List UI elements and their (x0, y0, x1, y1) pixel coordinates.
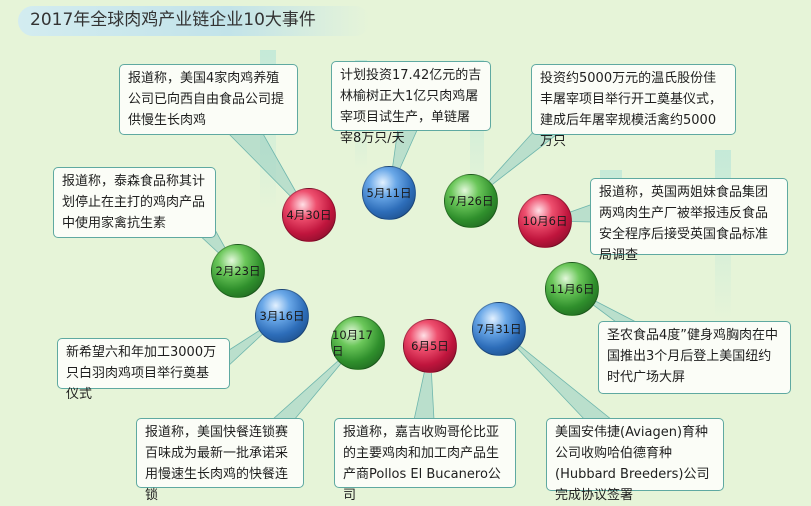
event-box-7: 报道称，嘉吉收购哥伦比亚的主要鸡肉和加工肉产品生产商Pollos El Buca… (334, 418, 516, 503)
event-box-9: 新希望六和年加工3000万只白羽肉鸡项目举行奠基仪式 (57, 338, 230, 402)
event-box-6: 美国安伟捷(Aviagen)育种公司收购哈伯德育种(Hubbard Breede… (546, 418, 724, 503)
date-node-10: 2月23日 (211, 244, 265, 298)
date-node-6: 7月31日 (472, 302, 526, 356)
date-node-9: 3月16日 (255, 289, 309, 343)
title-bar (18, 6, 370, 36)
event-box-8: 报道称，美国快餐连锁赛百味成为最新一批承诺采用慢速生长肉鸡的快餐连锁 (136, 418, 304, 503)
date-node-7: 6月5日 (403, 319, 457, 373)
event-box-2: 计划投资17.42亿元的吉林榆树正大1亿只肉鸡屠宰项目试生产，单链屠宰8万只/天 (331, 61, 491, 146)
date-node-8: 10月17日 (331, 316, 385, 370)
event-box-5: 圣农食品4度”健身鸡胸肉在中国推出3个月后登上美国纽约时代广场大屏 (598, 321, 791, 394)
date-node-3: 7月26日 (444, 174, 498, 228)
date-node-1: 4月30日 (282, 188, 336, 242)
event-box-10: 报道称，泰森食品称其计划停止在主打的鸡肉产品中使用家禽抗生素 (53, 167, 216, 238)
date-node-5: 11月6日 (545, 262, 599, 316)
page-title: 2017年全球肉鸡产业链企业10大事件 (30, 10, 316, 30)
event-box-3: 投资约5000万元的温氏股份佳丰屠宰项目举行开工奠基仪式，建成后年屠宰规模活禽约… (531, 64, 736, 149)
date-node-4: 10月6日 (518, 194, 572, 248)
date-node-2: 5月11日 (362, 166, 416, 220)
event-box-4: 报道称，英国两姐妹食品集团两鸡肉生产厂被举报违反食品安全程序后接受英国食品标准局… (590, 178, 788, 263)
event-box-1: 报道称，美国4家肉鸡养殖公司已向西自由食品公司提供慢生长肉鸡 (119, 64, 298, 135)
